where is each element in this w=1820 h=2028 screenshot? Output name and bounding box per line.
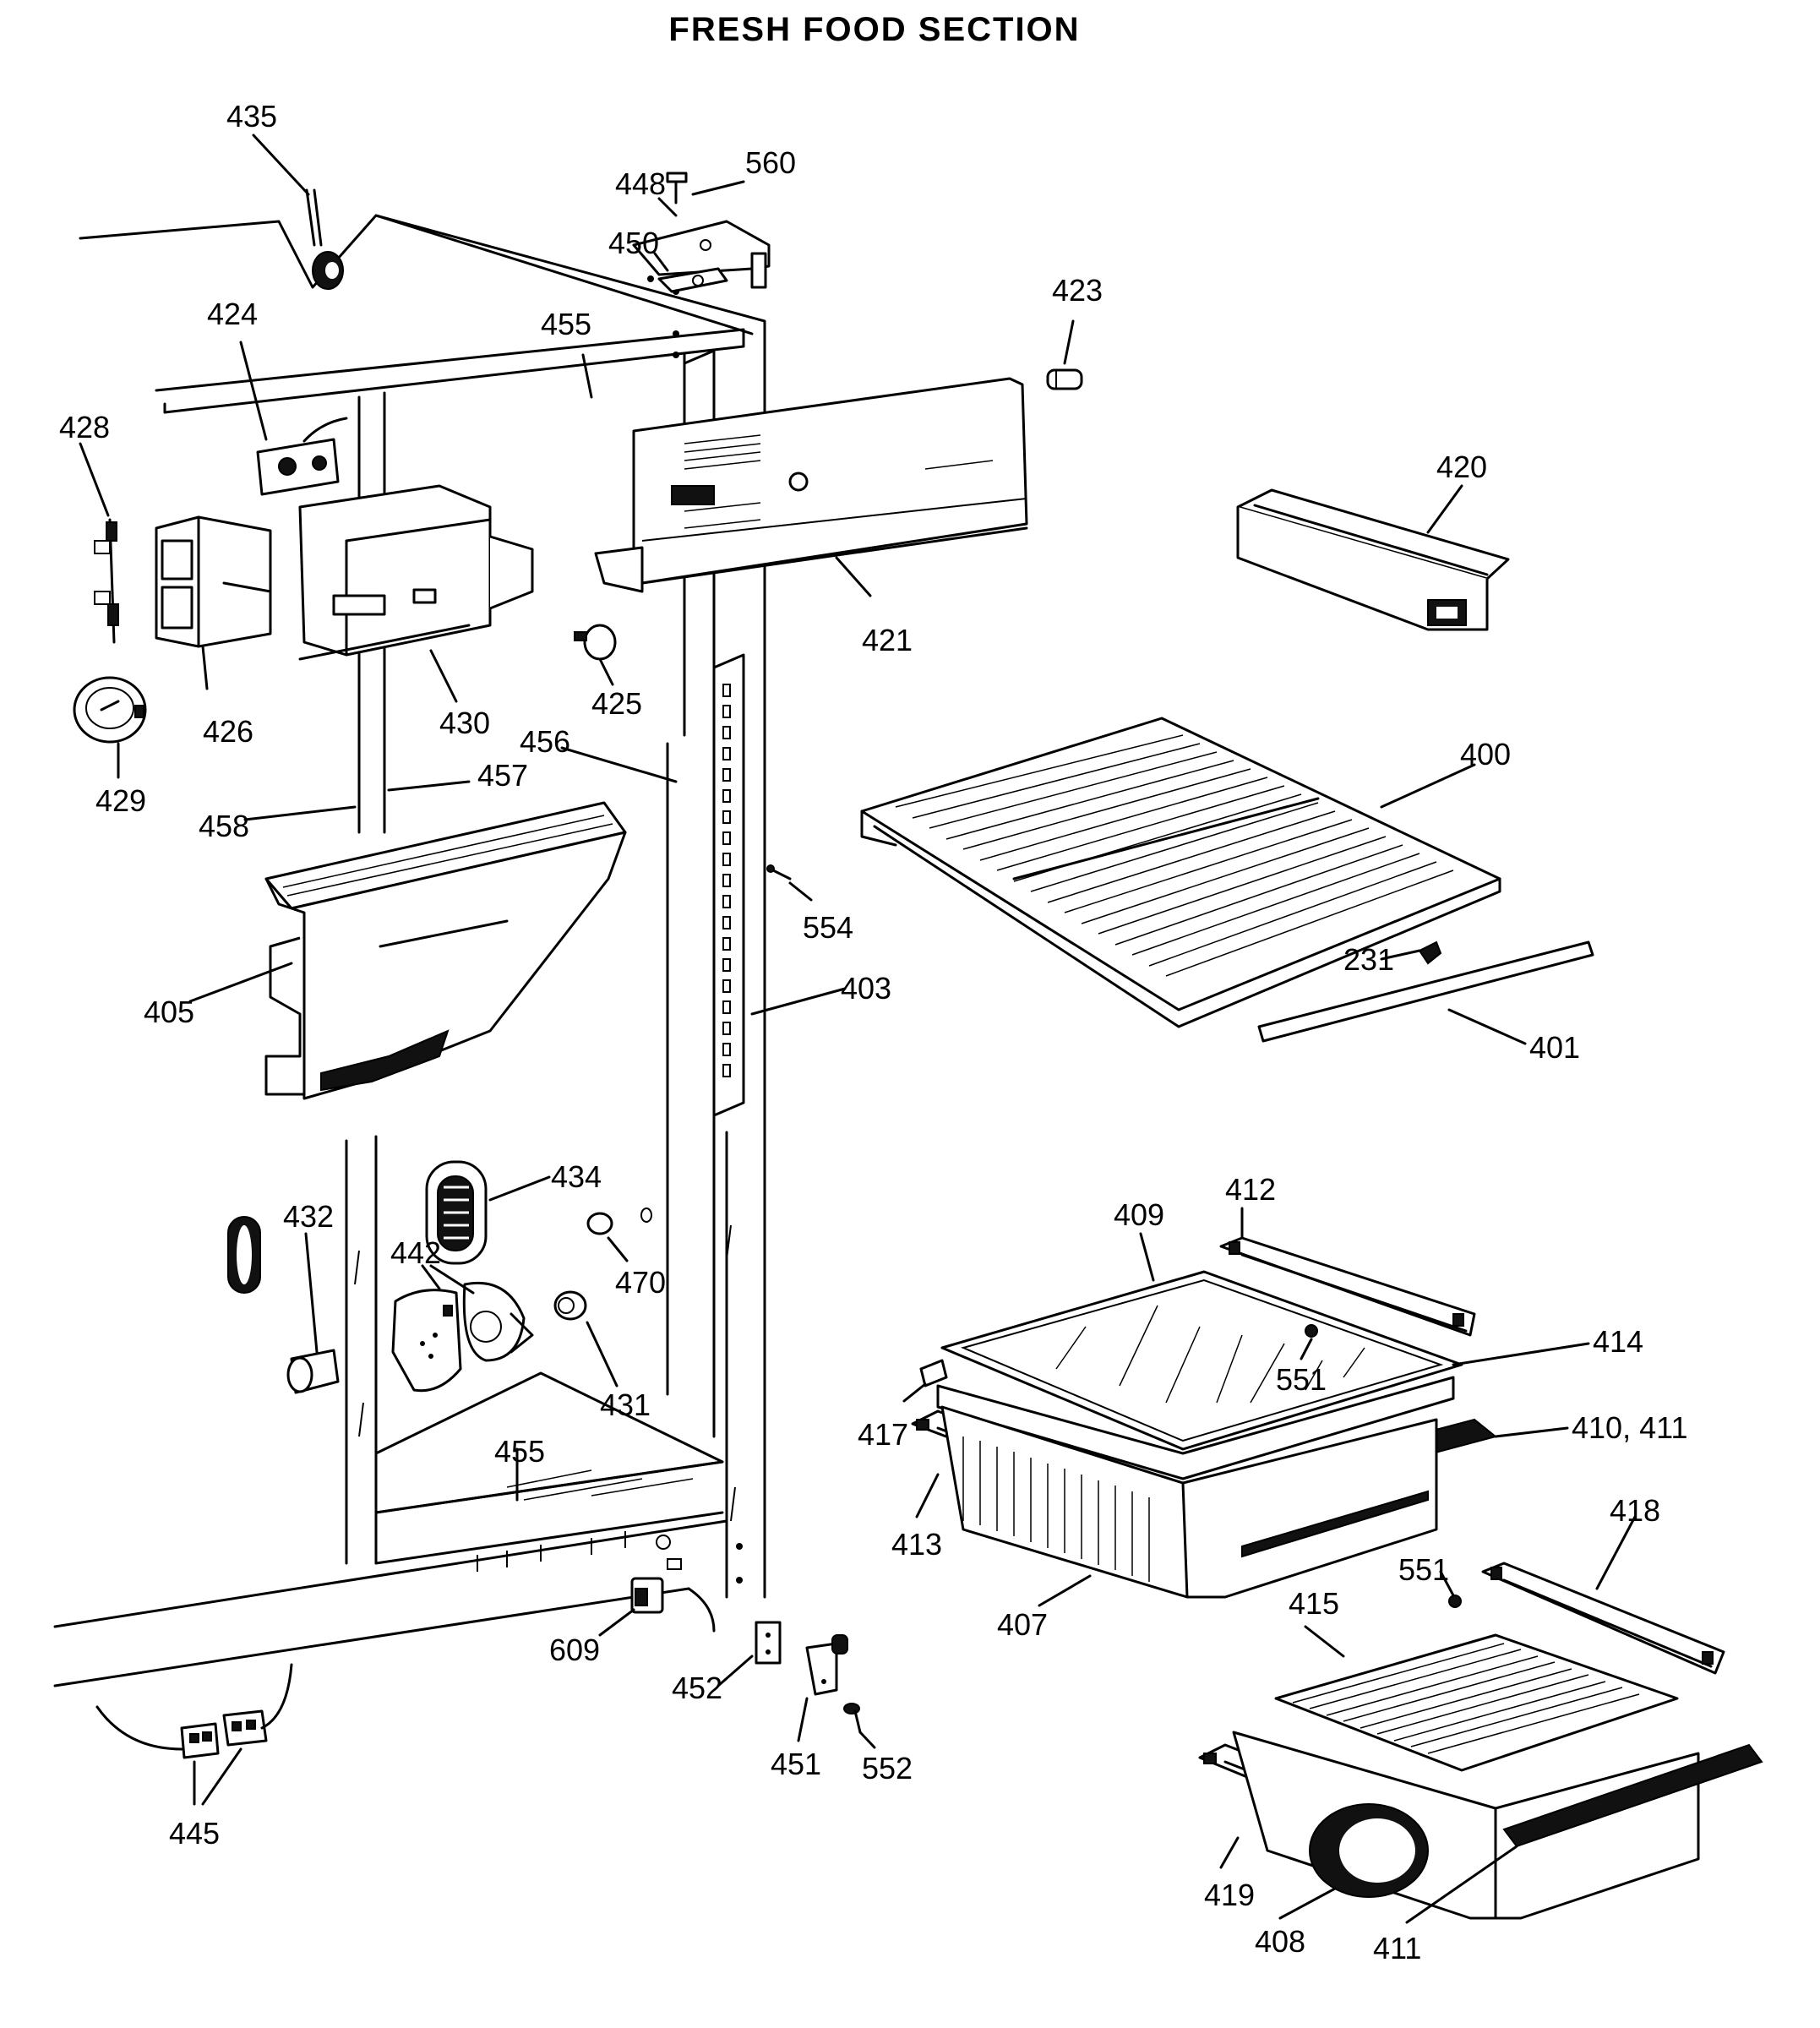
part-431 bbox=[553, 1290, 587, 1321]
part-411-trim bbox=[1502, 1743, 1763, 1848]
label-435: 435 bbox=[226, 99, 277, 134]
label-419: 419 bbox=[1204, 1878, 1255, 1912]
label-429: 429 bbox=[95, 783, 146, 818]
label-414: 414 bbox=[1593, 1324, 1643, 1359]
label-231: 231 bbox=[1343, 942, 1394, 977]
label-408: 408 bbox=[1255, 1924, 1305, 1959]
diagram-title: FRESH FOOD SECTION bbox=[668, 11, 1080, 48]
label-457: 457 bbox=[477, 758, 528, 793]
label-554: 554 bbox=[803, 910, 853, 945]
label-405: 405 bbox=[144, 995, 194, 1029]
callout-labels: 435 448 560 450 423 424 455 428 420 421 … bbox=[59, 99, 1687, 1965]
part-408-pan bbox=[1232, 1731, 1700, 1920]
part-409-glass bbox=[940, 1270, 1463, 1451]
label-456: 456 bbox=[520, 724, 570, 759]
label-450: 450 bbox=[608, 226, 659, 260]
part-424-socket bbox=[256, 417, 348, 496]
part-400-shelf bbox=[860, 717, 1501, 1028]
label-423: 423 bbox=[1052, 273, 1103, 308]
label-470: 470 bbox=[615, 1265, 666, 1300]
label-412: 412 bbox=[1225, 1172, 1276, 1207]
label-413: 413 bbox=[891, 1527, 942, 1562]
label-442: 442 bbox=[390, 1235, 441, 1270]
label-421: 421 bbox=[862, 623, 913, 657]
label-430: 430 bbox=[439, 706, 490, 740]
label-418: 418 bbox=[1610, 1493, 1660, 1528]
part-442-thermostat bbox=[391, 1281, 534, 1393]
part-428 bbox=[94, 518, 119, 644]
part-445-harness bbox=[95, 1663, 293, 1759]
label-410-411: 410, 411 bbox=[1572, 1410, 1687, 1445]
part-435-sensor bbox=[305, 188, 344, 290]
part-470 bbox=[586, 1208, 652, 1235]
part-425-knob bbox=[574, 624, 617, 661]
label-455-top: 455 bbox=[541, 307, 591, 341]
cabinet-liner bbox=[53, 214, 766, 1687]
part-426-housing bbox=[155, 515, 272, 648]
label-432: 432 bbox=[283, 1199, 334, 1234]
label-420: 420 bbox=[1436, 450, 1487, 484]
part-430-cover bbox=[298, 484, 534, 661]
leader-lines bbox=[79, 134, 1637, 1924]
label-417: 417 bbox=[858, 1417, 908, 1452]
label-426: 426 bbox=[203, 714, 253, 749]
part-418-rail bbox=[1481, 1562, 1725, 1675]
part-231-clip bbox=[1418, 940, 1442, 965]
part-451-bracket bbox=[805, 1634, 848, 1696]
label-551-upper: 551 bbox=[1276, 1362, 1327, 1397]
part-420-bin bbox=[1236, 488, 1510, 631]
part-415-cover bbox=[1274, 1633, 1679, 1772]
label-411: 411 bbox=[1373, 1931, 1421, 1965]
label-434: 434 bbox=[551, 1159, 602, 1194]
label-428: 428 bbox=[59, 410, 110, 444]
label-609: 609 bbox=[549, 1633, 600, 1667]
label-452: 452 bbox=[672, 1671, 722, 1705]
label-458: 458 bbox=[199, 809, 249, 843]
label-552: 552 bbox=[862, 1751, 913, 1785]
label-431: 431 bbox=[600, 1387, 651, 1422]
part-551-screw-b bbox=[1448, 1595, 1462, 1608]
part-403-ladder bbox=[712, 653, 745, 1117]
label-425: 425 bbox=[591, 686, 642, 721]
label-551-lower: 551 bbox=[1398, 1552, 1449, 1587]
label-455-bottom: 455 bbox=[494, 1434, 545, 1469]
part-554-screw bbox=[766, 864, 792, 880]
part-423-bulb bbox=[1046, 368, 1083, 390]
part-452-plate bbox=[755, 1621, 782, 1665]
part-448-hinge bbox=[632, 172, 771, 293]
label-560: 560 bbox=[745, 145, 796, 180]
part-421-panel bbox=[594, 377, 1028, 593]
part-414-frame bbox=[936, 1376, 1455, 1480]
part-405-pan bbox=[264, 801, 627, 1100]
part-432 bbox=[227, 1216, 340, 1394]
part-552-screw bbox=[843, 1703, 862, 1734]
part-609-switch bbox=[630, 1577, 664, 1614]
part-407-pan bbox=[940, 1405, 1438, 1599]
part-551-screw-a bbox=[1305, 1324, 1318, 1338]
label-445: 445 bbox=[169, 1816, 220, 1851]
part-401-trim bbox=[1257, 940, 1594, 1043]
label-448: 448 bbox=[615, 166, 666, 201]
part-412-rail bbox=[1219, 1236, 1476, 1337]
label-401: 401 bbox=[1529, 1030, 1580, 1065]
label-451: 451 bbox=[771, 1747, 821, 1781]
label-424: 424 bbox=[207, 297, 258, 331]
label-400: 400 bbox=[1460, 737, 1511, 771]
label-403: 403 bbox=[841, 971, 891, 1006]
part-417-clip bbox=[919, 1359, 948, 1387]
part-434-grille bbox=[425, 1160, 488, 1265]
part-429-dial bbox=[73, 676, 147, 744]
label-415: 415 bbox=[1289, 1586, 1339, 1621]
label-407: 407 bbox=[997, 1607, 1048, 1642]
label-409: 409 bbox=[1114, 1197, 1164, 1232]
